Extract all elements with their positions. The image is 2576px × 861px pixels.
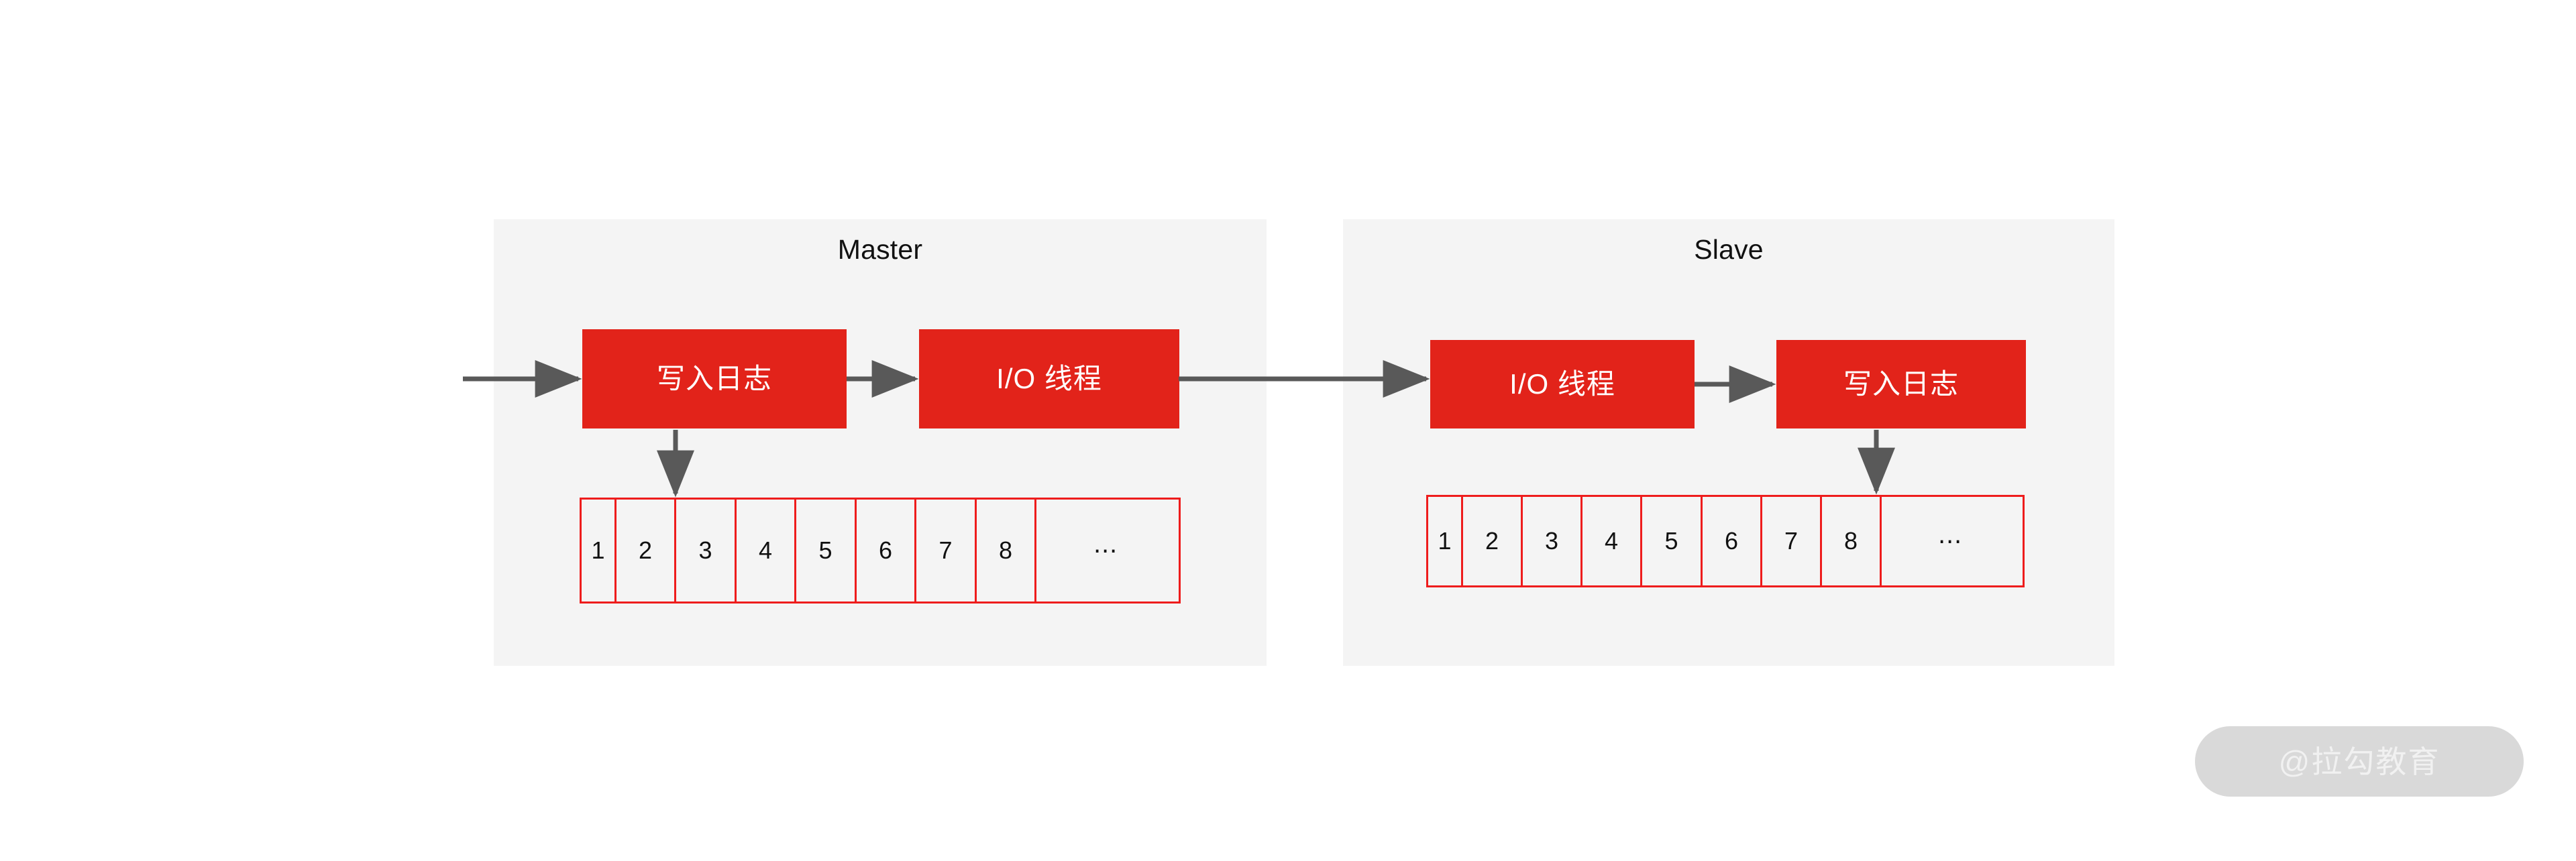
master-binlog-cell-more[interactable]: ⋯	[1093, 536, 1120, 564]
master-binlog-cell-3[interactable]: 3	[676, 500, 737, 601]
master-io-thread-box[interactable]: I/O 线程	[919, 329, 1179, 428]
slave-io-thread-box[interactable]: I/O 线程	[1430, 340, 1695, 428]
slave-relaylog-cell-2[interactable]: 2	[1463, 497, 1523, 585]
master-binlog-cell-6[interactable]: 6	[857, 500, 916, 601]
master-binlog-cell-2[interactable]: 2	[616, 500, 676, 601]
master-write-log-label: 写入日志	[656, 363, 772, 394]
slave-panel-title: Slave	[1694, 234, 1764, 265]
master-write-log-box[interactable]: 写入日志	[582, 329, 847, 428]
slave-relaylog-cell-more[interactable]: ⋯	[1937, 527, 1964, 555]
watermark-label: @拉勾教育	[2278, 744, 2440, 779]
master-binlog-cell-7[interactable]: 7	[916, 500, 977, 601]
master-panel-title: Master	[837, 234, 923, 265]
slave-relaylog-cell-8[interactable]: 8	[1822, 497, 1882, 585]
slave-write-log-label: 写入日志	[1843, 368, 1959, 400]
master-io-thread-label: I/O 线程	[996, 363, 1102, 394]
slave-relaylog-cell-5[interactable]: 5	[1642, 497, 1703, 585]
slave-write-log-box[interactable]: 写入日志	[1776, 340, 2026, 428]
slave-relaylog-cell-6[interactable]: 6	[1703, 497, 1762, 585]
master-binlog-cell-5[interactable]: 5	[796, 500, 857, 601]
watermark-badge: @拉勾教育	[2195, 726, 2524, 797]
slave-relaylog-cell-4[interactable]: 4	[1582, 497, 1642, 585]
slave-relaylog-cell-3[interactable]: 3	[1523, 497, 1582, 585]
slave-panel: Slave	[1343, 219, 2114, 666]
master-binlog-cell-4[interactable]: 4	[737, 500, 796, 601]
master-binlog-cell-1[interactable]: 1	[582, 500, 616, 601]
slave-relaylog-table: 1 2 3 4 5 6 7 8 ⋯	[1426, 495, 2025, 587]
slave-relaylog-cell-1[interactable]: 1	[1428, 497, 1463, 585]
slave-relaylog-cell-7[interactable]: 7	[1762, 497, 1822, 585]
slave-io-thread-label: I/O 线程	[1509, 368, 1615, 400]
master-binlog-table: 1 2 3 4 5 6 7 8 ⋯	[580, 498, 1181, 604]
master-binlog-cell-8[interactable]: 8	[977, 500, 1036, 601]
